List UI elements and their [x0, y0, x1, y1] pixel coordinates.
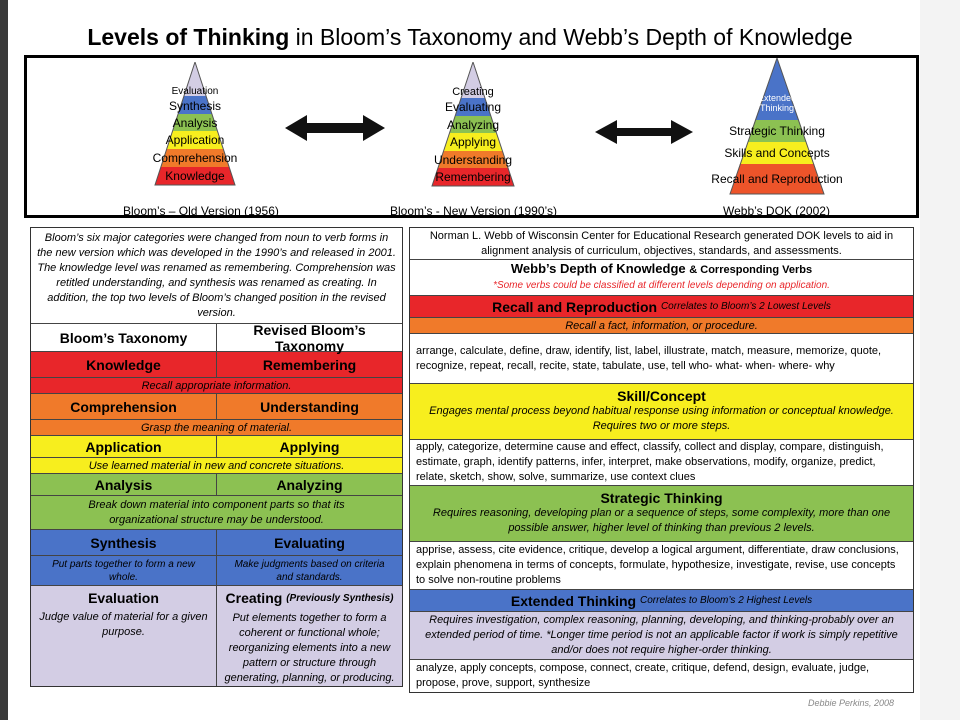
- analysis-desc: Break down material into component parts…: [31, 496, 402, 530]
- creating-desc: Put elements together to form a coherent…: [224, 611, 395, 684]
- evaluating-desc: Make judgments based on criteria and sta…: [234, 558, 385, 583]
- application-desc: Use learned material in new and concrete…: [31, 458, 402, 474]
- creating-label: Creating (Previously Synthesis): [225, 590, 394, 606]
- level-synthesis: Synthesis: [168, 98, 222, 113]
- page-title: Levels of Thinking in Bloom’s Taxonomy a…: [87, 24, 853, 50]
- application-label: Application: [31, 436, 217, 457]
- level-analysis: Analysis: [172, 115, 218, 130]
- dok-note: *Some verbs could be classified at diffe…: [493, 280, 830, 291]
- double-arrow-icon: [285, 115, 385, 141]
- recall-heading: Recall and Reproduction Correlates to Bl…: [410, 296, 913, 318]
- analyzing-label: Analyzing: [276, 476, 343, 493]
- knowledge-label: Knowledge: [31, 352, 217, 377]
- comprehension-label: Comprehension: [31, 394, 217, 419]
- level-analyzing: Analyzing: [446, 117, 500, 132]
- level-remembering: Remembering: [435, 170, 511, 184]
- skill-verbs: apply, categorize, determine cause and e…: [410, 440, 913, 486]
- bloom-new-pyramid: Creating Evaluating Analyzing Applying U…: [393, 62, 553, 199]
- strategic-verbs: apprise, assess, cite evidence, critique…: [410, 542, 913, 590]
- pyramids-panel: Evaluation Synthesis Analysis Applicatio…: [24, 55, 919, 218]
- knowledge-desc: Recall appropriate information.: [31, 378, 402, 394]
- left-border: [0, 0, 8, 720]
- level-recall-reproduction: Recall and Reproduction: [711, 172, 843, 186]
- recall-desc: Recall a fact, information, or procedure…: [410, 318, 913, 334]
- right-margin: [920, 0, 960, 720]
- skill-desc: Engages mental process beyond habitual r…: [429, 405, 894, 432]
- remembering-label: Remembering: [262, 356, 357, 373]
- bloom-old-pyramid: Evaluation Synthesis Analysis Applicatio…: [120, 62, 270, 199]
- skill-heading: Skill/Concept: [617, 388, 706, 404]
- level-understanding: Understanding: [433, 152, 513, 167]
- header-revised-blooms: Revised Bloom’s Taxonomy: [253, 321, 366, 354]
- bloom-old-caption: Bloom’s – Old Version (1956): [123, 204, 279, 218]
- double-arrow-icon: [595, 120, 693, 144]
- dok-heading: Webb’s Depth of Knowledge: [510, 261, 686, 276]
- bloom-comparison-table: Bloom’s six major categories were change…: [30, 227, 403, 687]
- level-comprehension: Comprehension: [152, 151, 238, 165]
- applying-label: Applying: [279, 438, 340, 455]
- level-creating: Creating: [452, 85, 494, 98]
- synthesis-label: Synthesis: [31, 530, 217, 555]
- extended-verbs: analyze, apply concepts, compose, connec…: [416, 662, 870, 689]
- level-extended-thinking: Extended Thinking: [757, 93, 797, 113]
- level-strategic-thinking: Strategic Thinking: [729, 124, 825, 138]
- dok-table: Norman L. Webb of Wisconsin Center for E…: [409, 227, 914, 693]
- level-evaluating: Evaluating: [444, 100, 502, 114]
- level-evaluation: Evaluation: [171, 85, 219, 97]
- evaluating-label: Evaluating: [274, 534, 345, 551]
- author-signature: Debbie Perkins, 2008: [808, 698, 895, 708]
- analysis-label: Analysis: [31, 474, 217, 495]
- comprehension-desc: Grasp the meaning of material.: [31, 420, 402, 436]
- evaluation-desc: Judge value of material for a given purp…: [31, 610, 217, 686]
- bloom-new-caption: Bloom’s - New Version (1990’s): [390, 204, 557, 218]
- strategic-heading: Strategic Thinking: [600, 490, 723, 506]
- strategic-block: Strategic Thinking Requires reasoning, d…: [410, 486, 913, 542]
- level-applying: Applying: [449, 135, 497, 149]
- header-blooms-taxonomy: Bloom’s Taxonomy: [31, 324, 217, 351]
- extended-desc: Requires investigation, complex reasonin…: [410, 612, 913, 660]
- extended-heading: Extended Thinking Correlates to Bloom’s …: [410, 590, 913, 612]
- synthesis-desc: Put parts together to form a new whole.: [31, 556, 217, 585]
- dok-heading-block: Webb’s Depth of Knowledge & Correspondin…: [410, 260, 913, 296]
- strategic-desc: Requires reasoning, developing plan or a…: [432, 507, 891, 534]
- bloom-intro: Bloom’s six major categories were change…: [31, 228, 402, 324]
- level-skills-concepts: Skills and Concepts: [724, 146, 830, 160]
- evaluation-label: Evaluation: [31, 586, 217, 610]
- level-knowledge: Knowledge: [165, 169, 225, 183]
- recall-verbs: arrange, calculate, define, draw, identi…: [410, 334, 913, 384]
- understanding-label: Understanding: [260, 398, 359, 415]
- dok-pyramid: Extended Thinking Strategic Thinking Ski…: [682, 58, 872, 199]
- level-application: Application: [165, 133, 225, 147]
- dok-intro: Norman L. Webb of Wisconsin Center for E…: [410, 228, 913, 260]
- dok-caption: Webb’s DOK (2002): [723, 204, 830, 218]
- skill-block: Skill/Concept Engages mental process bey…: [410, 384, 913, 440]
